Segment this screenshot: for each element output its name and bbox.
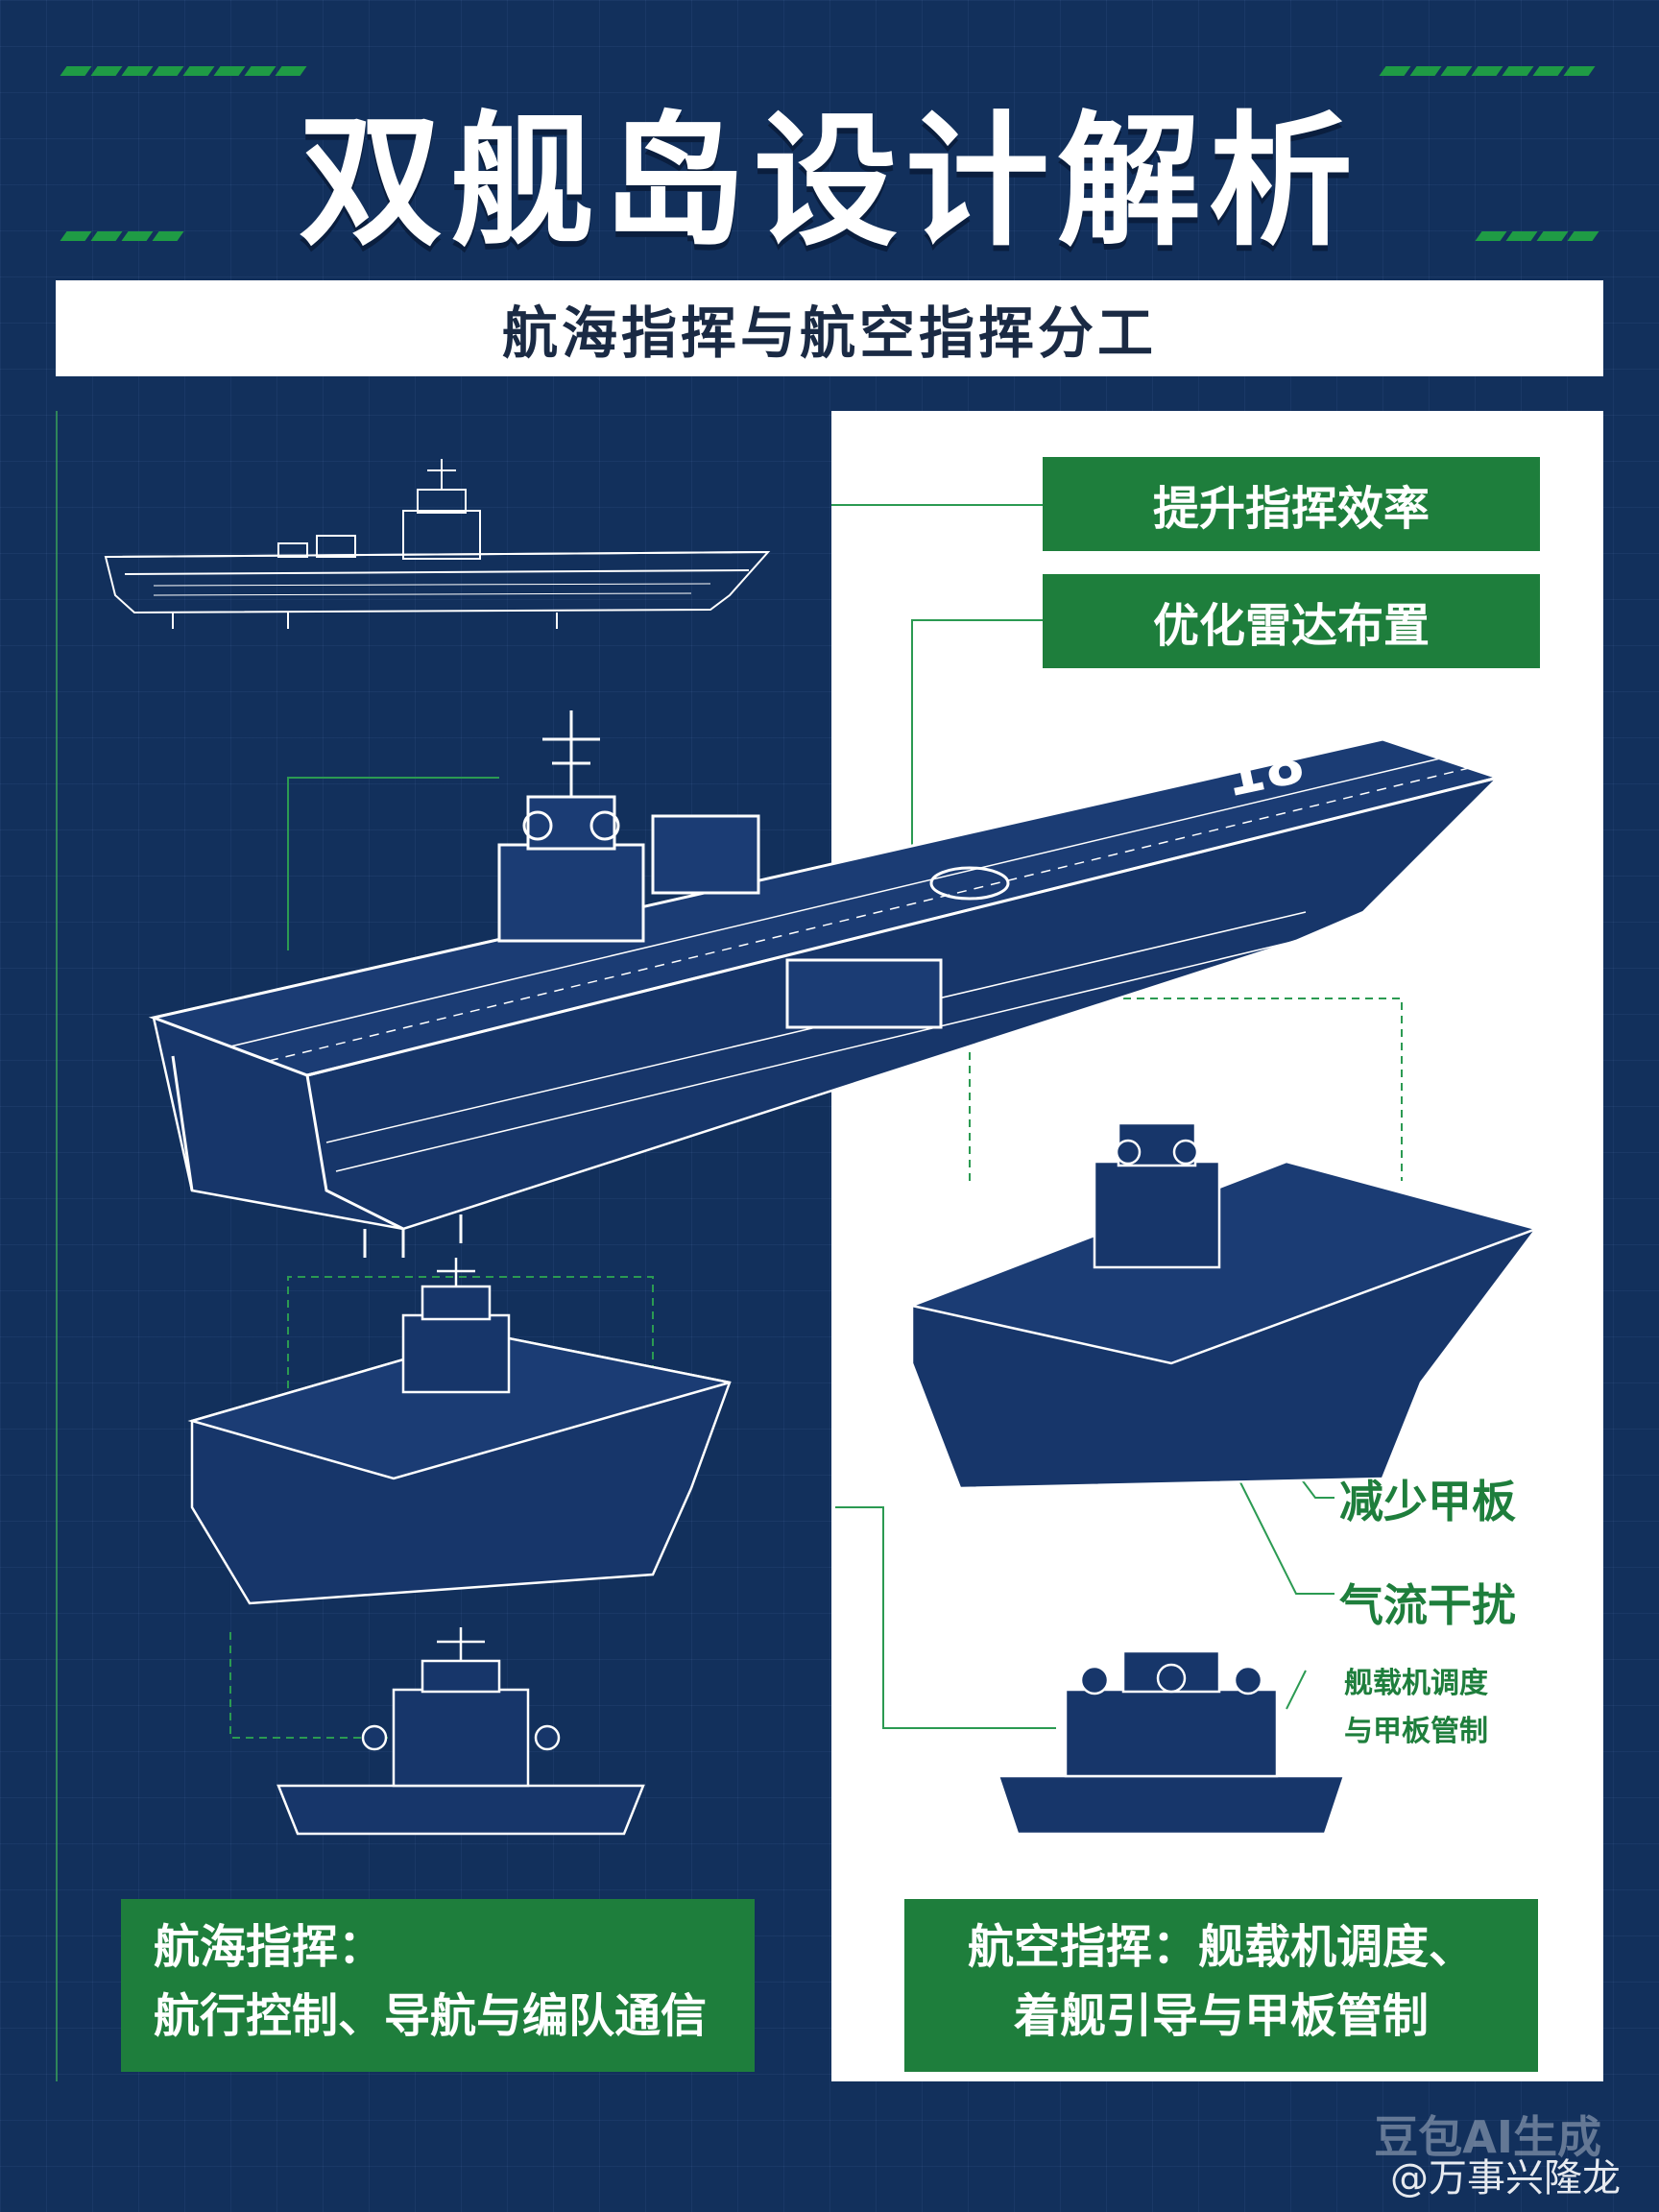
- page-title: 双舰岛设计解析: [298, 99, 1360, 266]
- carrier-front-view-left: [276, 1627, 645, 1836]
- navigation-heading: 航海指挥：: [154, 1920, 385, 1974]
- subtitle: 航海指挥与航空指挥分工: [501, 301, 1157, 366]
- carrier-left-isometric: [187, 1258, 732, 1605]
- carrier-front-view-right: [997, 1575, 1346, 1836]
- info-box-aviation: 航空指挥：舰载机调度、 着舰引导与甲板管制: [904, 1899, 1538, 2072]
- note-small-line2: 与甲板管制: [1344, 1715, 1488, 1748]
- aviation-detail: 着舰引导与甲板管制: [1013, 1989, 1429, 2043]
- note-airflow: 气流干扰: [1339, 1579, 1516, 1631]
- note-small-line1: 舰载机调度: [1344, 1667, 1488, 1700]
- subtitle-bar: 航海指挥与航空指挥分工: [56, 280, 1603, 376]
- aviation-heading: 航空指挥：舰载机调度、: [967, 1920, 1475, 1974]
- hull-number: 18: [1218, 729, 1310, 811]
- weibo-watermark: @万事兴隆龙: [1390, 2156, 1621, 2200]
- carrier-main-isometric: 18: [148, 710, 1503, 1258]
- ai-generated-mark: 豆包AI生成: [1374, 2111, 1601, 2163]
- carrier-right-isometric: [907, 1075, 1541, 1527]
- info-box-navigation: 航海指挥： 航行控制、导航与编队通信: [121, 1899, 755, 2072]
- tag-efficiency: 提升指挥效率: [1043, 457, 1540, 551]
- note-deck: 减少甲板: [1339, 1476, 1516, 1527]
- navigation-detail: 航行控制、导航与编队通信: [154, 1989, 708, 2043]
- left-frame: [56, 411, 833, 2081]
- tag-radar: 优化雷达布置: [1043, 574, 1540, 668]
- carrier-side-profile: [104, 459, 771, 629]
